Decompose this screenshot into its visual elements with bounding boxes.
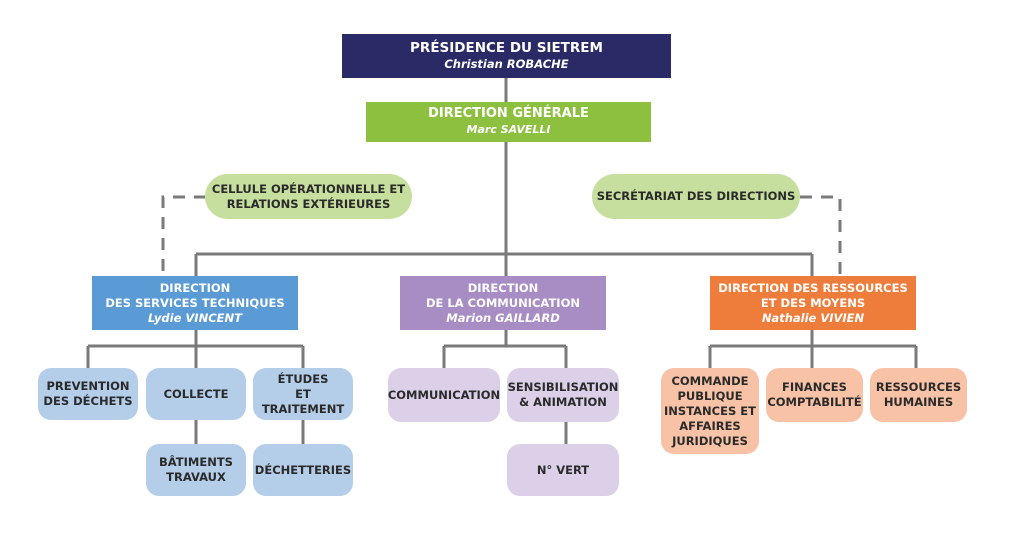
dc-title: DIRECTION DE LA COMMUNICATION (426, 280, 580, 310)
cellule-operationnelle-box: CELLULE OPÉRATIONNELLE ET RELATIONS EXTÉ… (205, 174, 412, 219)
unit-prevention-dechets: PREVENTION DES DÉCHETS (38, 368, 138, 420)
unit-sensibilisation-animation: SENSIBILISATION & ANIMATION (507, 368, 619, 422)
unit-commande-publique: COMMANDE PUBLIQUE INSTANCES ET AFFAIRES … (661, 368, 759, 454)
connector-cellule-dashed (161, 195, 206, 276)
unit-label: ÉTUDES ET TRAITEMENT (261, 371, 345, 416)
presidence-box: PRÉSIDENCE DU SIETREM Christian ROBACHE (342, 34, 671, 78)
unit-label: COMMANDE PUBLIQUE INSTANCES ET AFFAIRES … (664, 373, 756, 448)
direction-services-techniques-box: DIRECTION DES SERVICES TECHNIQUES Lydie … (92, 276, 298, 330)
drm-person: Nathalie VIVIEN (761, 310, 865, 325)
direction-generale-box: DIRECTION GÉNÉRALE Marc SAVELLI (366, 102, 651, 142)
unit-label: RESSOURCES HUMAINES (875, 380, 962, 409)
secretariat-label: SECRÉTARIAT DES DIRECTIONS (596, 189, 796, 203)
unit-label: COLLECTE (163, 386, 229, 401)
presidence-person: Christian ROBACHE (444, 57, 569, 71)
unit-communication: COMMUNICATION (388, 368, 500, 422)
unit-label: N° VERT (536, 462, 590, 477)
drm-title: DIRECTION DES RESSOURCES ET DES MOYENS (718, 280, 908, 310)
unit-label: FINANCES COMPTABILITÉ (767, 380, 862, 409)
unit-ressources-humaines: RESSOURCES HUMAINES (870, 368, 967, 422)
direction-ressources-box: DIRECTION DES RESSOURCES ET DES MOYENS N… (710, 276, 916, 330)
unit-dechetteries: DÉCHETTERIES (253, 444, 353, 496)
dc-person: Marion GAILLARD (446, 310, 560, 325)
connector-secretariat-dashed (800, 195, 842, 276)
direction-communication-box: DIRECTION DE LA COMMUNICATION Marion GAI… (400, 276, 606, 330)
cellule-label: CELLULE OPÉRATIONNELLE ET RELATIONS EXTÉ… (211, 181, 406, 211)
direction-generale-title: DIRECTION GÉNÉRALE (428, 106, 589, 121)
unit-numero-vert: N° VERT (507, 444, 619, 496)
unit-label: PREVENTION DES DÉCHETS (43, 379, 133, 408)
unit-label: BÂTIMENTS TRAVAUX (159, 455, 233, 484)
unit-label: SENSIBILISATION & ANIMATION (507, 380, 619, 409)
direction-generale-person: Marc SAVELLI (466, 123, 551, 136)
dst-title: DIRECTION DES SERVICES TECHNIQUES (105, 280, 285, 310)
secretariat-box: SECRÉTARIAT DES DIRECTIONS (592, 174, 800, 219)
unit-label: DÉCHETTERIES (254, 462, 352, 477)
unit-collecte: COLLECTE (146, 368, 246, 420)
unit-batiments-travaux: BÂTIMENTS TRAVAUX (146, 444, 246, 496)
presidence-title: PRÉSIDENCE DU SIETREM (410, 40, 603, 56)
unit-label: COMMUNICATION (387, 387, 501, 402)
unit-finances-comptabilite: FINANCES COMPTABILITÉ (766, 368, 863, 422)
dst-person: Lydie VINCENT (148, 310, 242, 325)
unit-etudes-traitement: ÉTUDES ET TRAITEMENT (253, 368, 353, 420)
